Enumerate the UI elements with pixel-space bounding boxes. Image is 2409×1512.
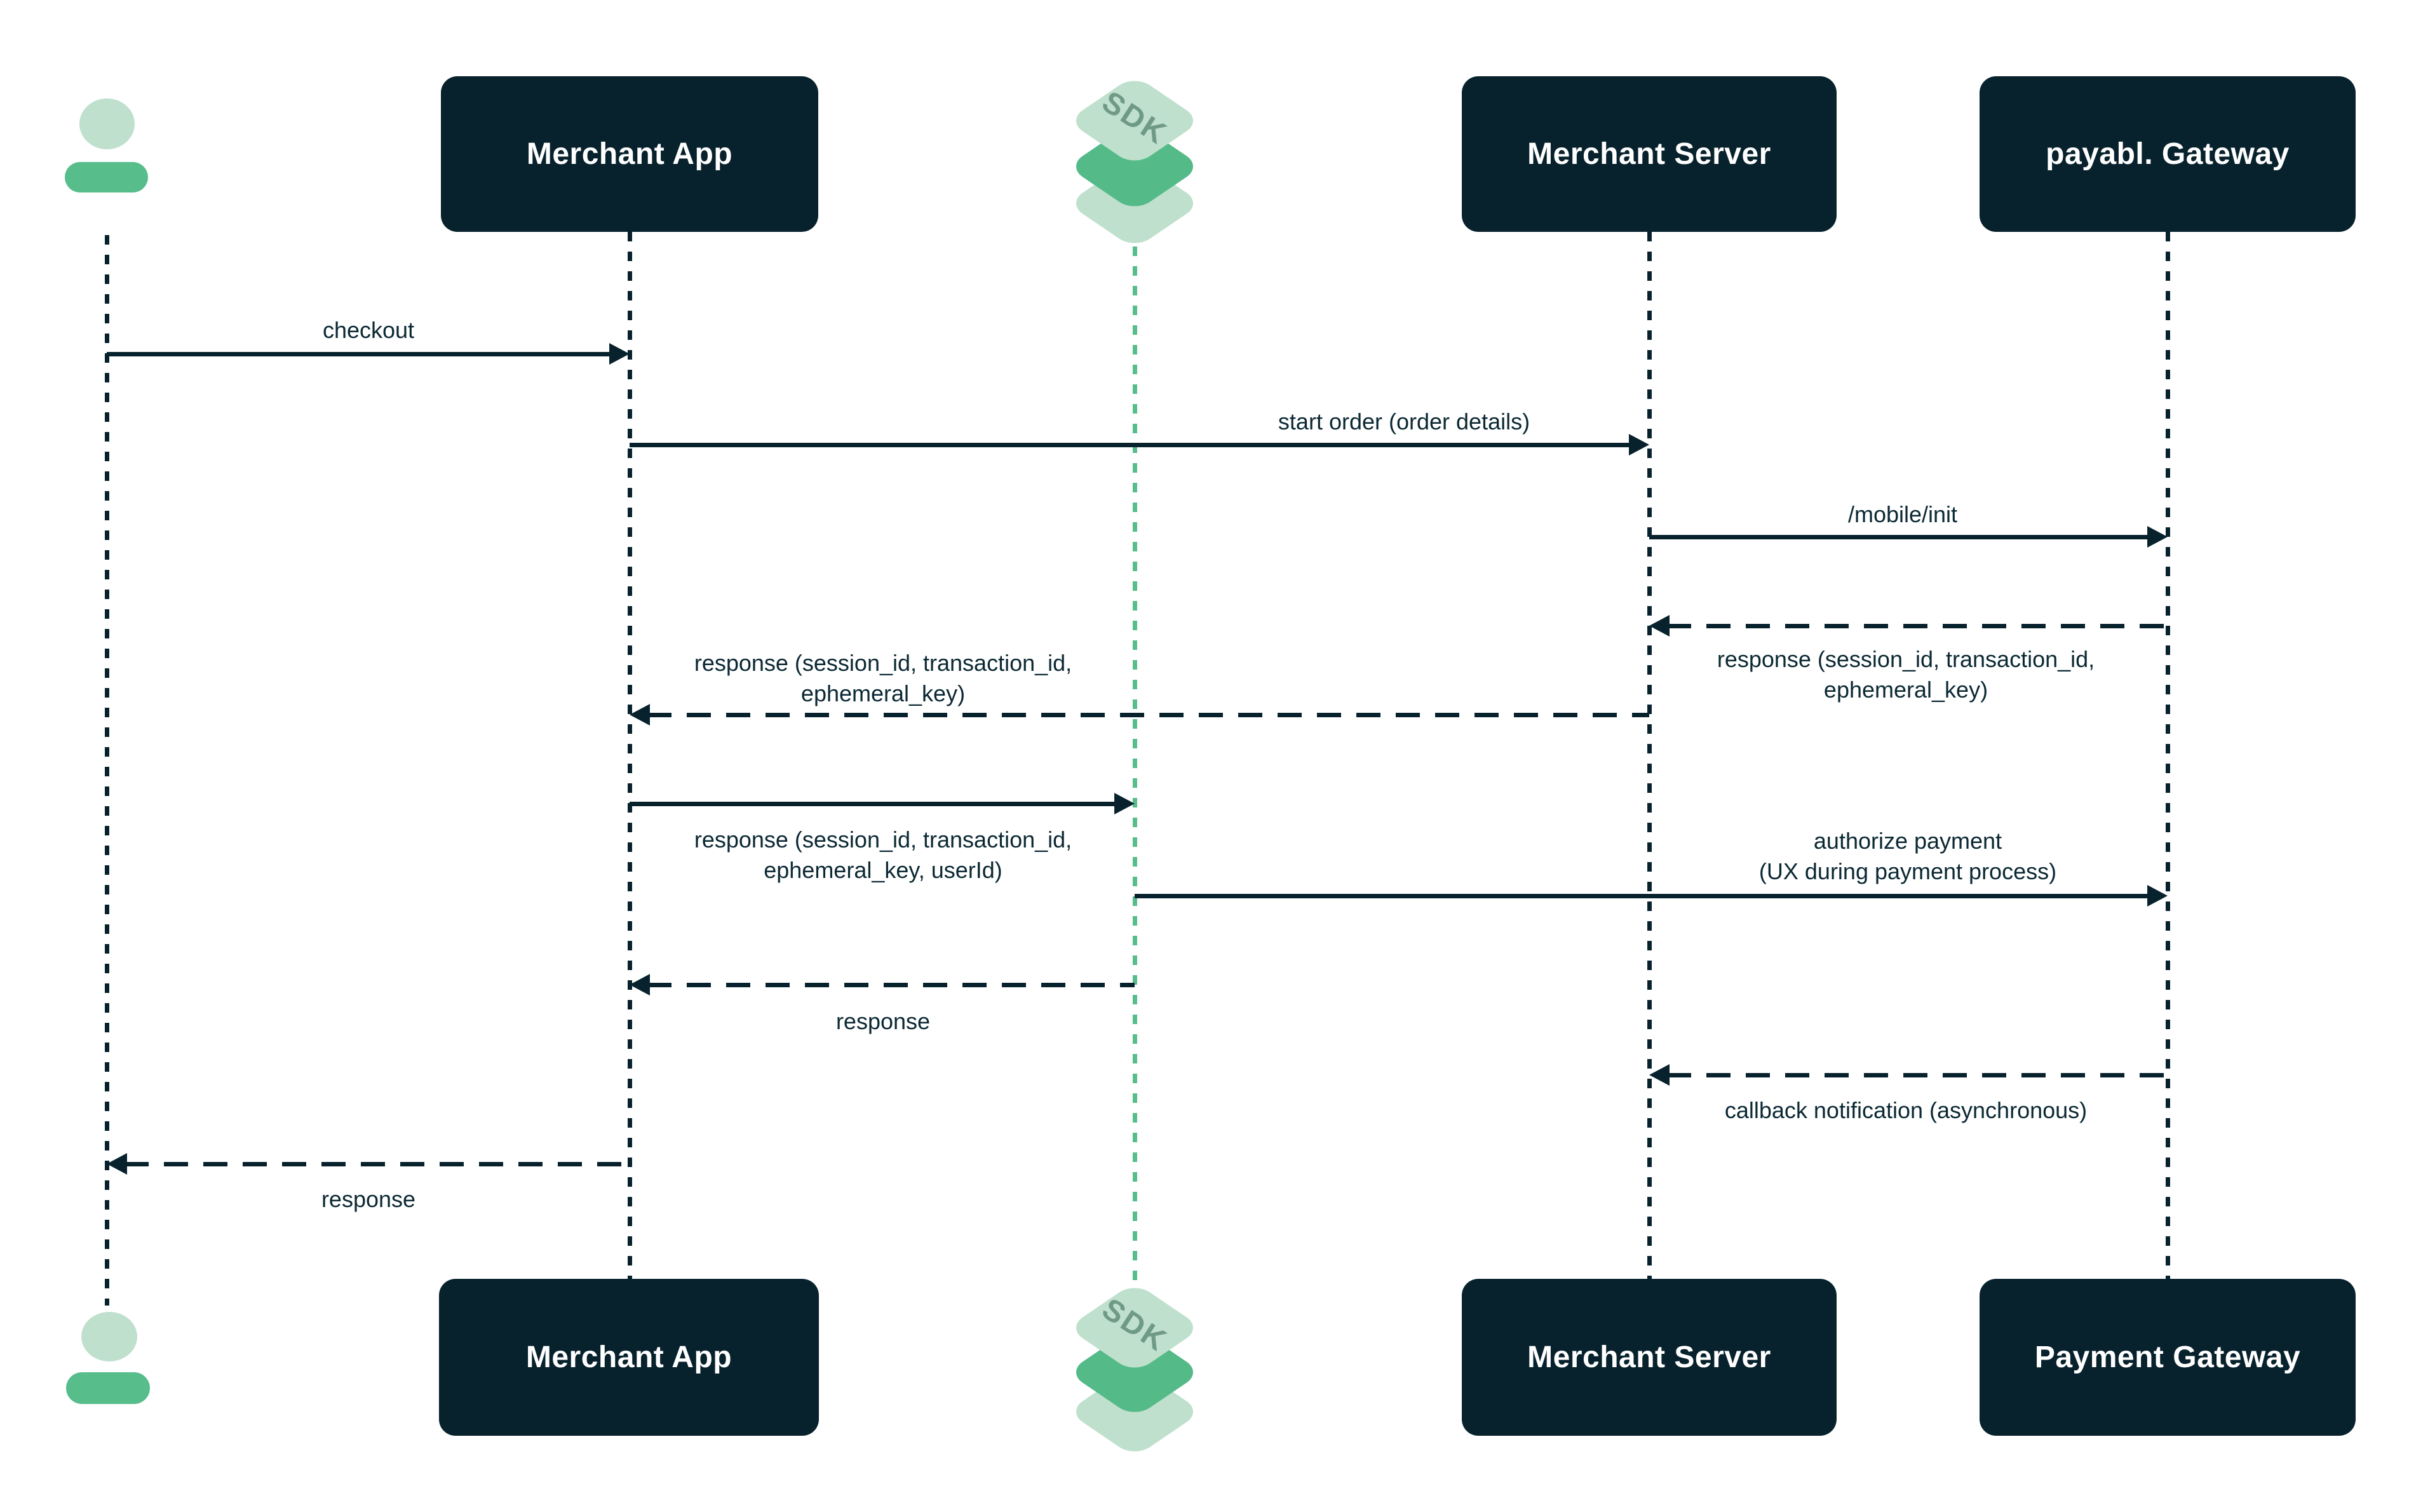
actor-label-merchant-app-top: Merchant App xyxy=(526,137,733,171)
message-label: authorize payment (UX during payment pro… xyxy=(1758,828,2057,884)
lifeline-user xyxy=(105,235,109,1306)
message-line xyxy=(1649,535,2151,539)
actor-label-merchant-app-bottom: Merchant App xyxy=(525,1340,732,1374)
actor-box-payment-gateway-bottom: Payment Gateway xyxy=(1980,1279,2356,1436)
lifeline-sdk xyxy=(1133,246,1137,1282)
arrowhead-right-icon xyxy=(609,343,630,365)
arrowhead-right-icon xyxy=(2147,526,2168,548)
arrowhead-left-icon xyxy=(1649,1064,1670,1086)
message-line xyxy=(630,443,1633,447)
user-head-shape xyxy=(81,1312,137,1361)
arrowhead-left-icon xyxy=(630,704,650,726)
actor-label-payabl-gateway-top: payabl. Gateway xyxy=(2046,137,2290,171)
message-line xyxy=(125,1162,630,1166)
message-line xyxy=(1135,894,2151,898)
actor-box-payabl-gateway-top: payabl. Gateway xyxy=(1980,76,2356,232)
user-body-shape xyxy=(65,162,148,192)
message-label: response (session_id, transaction_id, ep… xyxy=(694,827,1072,883)
actor-label-merchant-server-bottom: Merchant Server xyxy=(1527,1340,1771,1374)
arrowhead-right-icon xyxy=(1629,434,1649,456)
message-label: /mobile/init xyxy=(1847,501,1958,527)
message-line xyxy=(107,352,613,356)
message-line xyxy=(630,802,1118,806)
lifeline-merchant-app xyxy=(628,232,632,1279)
message-label: checkout xyxy=(322,317,415,343)
message-line xyxy=(647,713,1649,717)
lifeline-merchant-server xyxy=(1647,232,1652,1279)
actor-box-merchant-app-bottom: Merchant App xyxy=(439,1279,819,1436)
message-label: start order (order details) xyxy=(1278,408,1530,435)
user-head-shape xyxy=(79,98,135,149)
message-line xyxy=(1667,1073,2168,1077)
message-label: callback notification (asynchronous) xyxy=(1724,1097,2088,1123)
message-line xyxy=(647,983,1135,987)
actor-label-payment-gateway-bottom: Payment Gateway xyxy=(2034,1340,2301,1374)
arrowhead-left-icon xyxy=(1649,615,1670,637)
message-label: response (session_id, transaction_id, ep… xyxy=(694,650,1072,706)
actor-label-merchant-server-top: Merchant Server xyxy=(1527,137,1771,171)
arrowhead-left-icon xyxy=(107,1153,127,1175)
arrowhead-left-icon xyxy=(630,974,650,996)
message-label: response xyxy=(835,1008,931,1034)
message-line xyxy=(1667,624,2168,628)
actor-box-merchant-server-bottom: Merchant Server xyxy=(1462,1279,1837,1436)
actor-box-merchant-app-top: Merchant App xyxy=(441,76,818,232)
lifeline-payabl-gateway xyxy=(2166,232,2170,1279)
arrowhead-right-icon xyxy=(1114,793,1135,814)
arrowhead-right-icon xyxy=(2147,885,2168,907)
actor-box-merchant-server-top: Merchant Server xyxy=(1462,76,1837,232)
message-label: response xyxy=(321,1186,416,1212)
message-label: response (session_id, transaction_id, ep… xyxy=(1717,646,2095,703)
user-body-shape xyxy=(66,1372,150,1404)
